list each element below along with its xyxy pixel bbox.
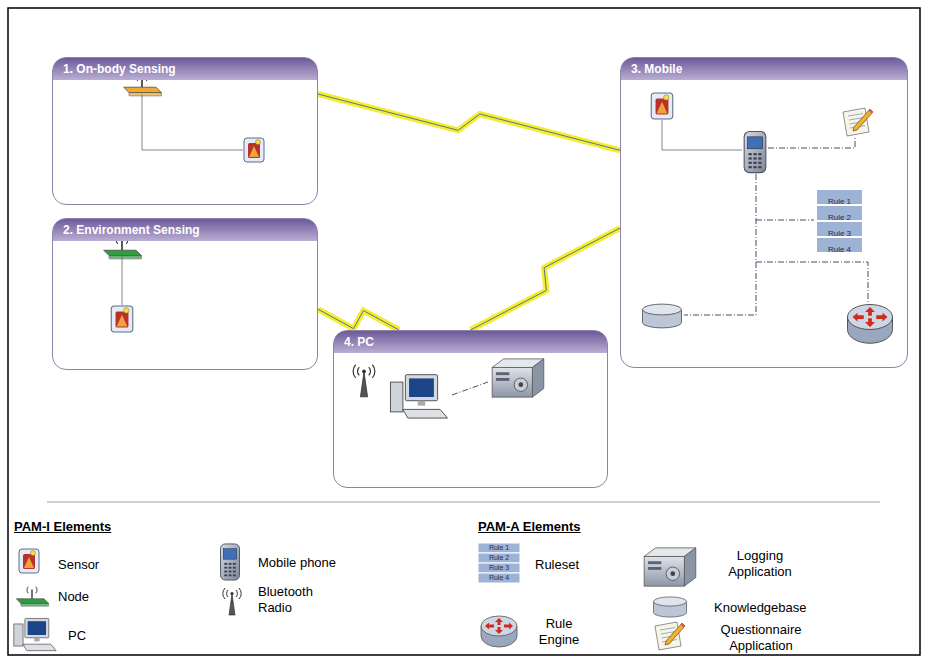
legend-phone-icon — [221, 544, 240, 580]
legend-logging-icon — [644, 548, 696, 586]
legend-ruleset-icon — [478, 543, 520, 583]
rule-icon-text: Rule 3 — [478, 563, 520, 573]
separator-line — [47, 502, 880, 503]
wireless-link-core — [318, 309, 399, 330]
dash-dot-links — [684, 138, 868, 315]
legend-radio-icon — [223, 588, 241, 615]
panel-title: 3. Mobile — [621, 58, 907, 80]
knowledgebase-icon — [643, 304, 682, 328]
legend-questionnaire-icon — [655, 622, 685, 650]
rule-box: Rule 3 — [816, 221, 863, 237]
legend-label: Mobile phone — [258, 555, 336, 571]
legend-heading: PAM-A Elements — [478, 519, 581, 534]
sensor-wire — [142, 94, 243, 150]
legend-label: Bluetooth Radio — [258, 584, 332, 616]
panel-box: 1. On-body Sensing — [52, 57, 318, 205]
questionnaire-icon — [843, 108, 873, 136]
rule-icon-text: Rule 1 — [478, 543, 520, 553]
legend-label: Knowledgebase — [714, 600, 807, 616]
legend-sensor-icon — [19, 549, 39, 573]
legend-node-icon — [16, 587, 48, 606]
legend-label: PC — [68, 628, 86, 644]
panel-box: 2. Environment Sensing — [52, 218, 318, 370]
legend-label: Questionnaire Application — [706, 622, 816, 654]
mobile-phone-icon — [744, 131, 766, 172]
rule-box: Rule 2 — [816, 205, 863, 221]
panel-box: 3. MobileRule 1Rule 2Rule 3 Rule 4 — [620, 57, 908, 368]
sensor-icon — [244, 138, 264, 162]
legend-label: Ruleset — [535, 557, 579, 573]
rule-box: Rule 4 — [816, 237, 863, 253]
rule-box: Rule 1 — [816, 189, 863, 205]
rule-icon-text: Rule 2 — [478, 553, 520, 563]
panel-title: 4. PC — [334, 331, 607, 353]
wireless-link-core — [318, 94, 620, 150]
outer-frame — [8, 8, 920, 655]
sensor-wire — [122, 256, 123, 305]
legend-label: Logging Application — [712, 548, 808, 580]
rule-engine-icon — [848, 305, 893, 344]
rule-text: Rule 4 — [828, 245, 851, 254]
legend-heading: PAM-I Elements — [14, 519, 111, 534]
legend-knowledgebase-icon — [654, 597, 687, 617]
sensor-wire — [662, 120, 742, 150]
rule-icon-text: Rule 4 — [478, 573, 520, 583]
sensor-icon — [651, 93, 673, 119]
legend-label: Sensor — [58, 557, 99, 573]
wireless-link-core — [471, 228, 621, 330]
bluetooth-radio-icon — [353, 365, 375, 397]
panel-box: 4. PC — [333, 330, 608, 488]
legend-rule-engine-icon — [481, 616, 517, 647]
pc-icon — [390, 375, 447, 418]
legend-label: Rule Engine — [530, 616, 588, 648]
panel-title: 2. Environment Sensing — [53, 219, 317, 241]
wireless-link — [471, 228, 621, 330]
legend-pc-icon — [14, 618, 56, 650]
legend-label: Node — [58, 589, 89, 605]
logging-application-icon — [492, 359, 544, 397]
sensor-icon — [111, 306, 133, 332]
panel-title: 1. On-body Sensing — [53, 58, 317, 80]
wireless-link — [318, 309, 399, 330]
dash-dot-link — [452, 382, 488, 395]
wireless-link — [318, 94, 620, 150]
